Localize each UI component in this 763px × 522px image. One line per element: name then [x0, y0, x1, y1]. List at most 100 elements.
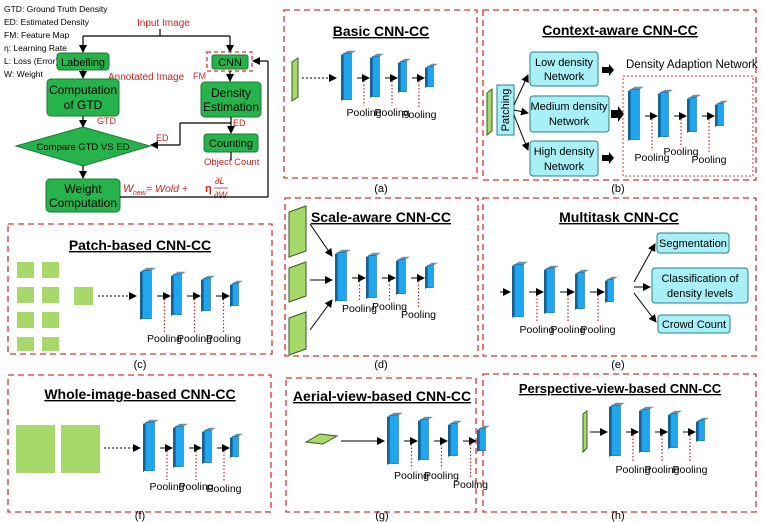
counting-text: Counting — [209, 138, 253, 150]
pooling-label: Pooling — [149, 481, 184, 493]
cnn-layer-front — [343, 53, 352, 100]
arrow — [513, 107, 529, 116]
cnn-layer-front — [546, 268, 555, 313]
caption-f: (f) — [135, 510, 145, 522]
whole-image — [16, 425, 55, 473]
patching-text: Patching — [500, 89, 512, 132]
arrow — [633, 243, 656, 283]
weight-computation-box — [45, 178, 121, 213]
computation-text: Computation — [49, 83, 117, 97]
computation-text: of GTD — [64, 98, 103, 112]
high-density-text: High density — [534, 146, 595, 158]
low-density-text: Low density — [535, 57, 594, 69]
segmentation-box — [656, 232, 730, 254]
pooling-label: Pooling — [424, 470, 459, 482]
density-text: Density — [211, 86, 251, 100]
pooling-label: Pooling — [206, 483, 241, 495]
image-patch — [17, 337, 34, 351]
pooling-label: Pooling — [372, 301, 407, 313]
classification-text: Classification of — [661, 273, 739, 285]
cnn-layer-front — [450, 423, 458, 456]
arrow — [633, 292, 657, 323]
formula-mid: = Wold + — [146, 183, 188, 195]
pooling-label: Pooling — [178, 481, 213, 493]
pooling-label: Pooling — [147, 333, 182, 345]
density-text: Estimation — [203, 100, 259, 114]
cnn-layer-front — [427, 265, 434, 288]
classification-text: density levels — [667, 288, 734, 300]
panel-f-input — [16, 425, 141, 473]
cnn-layer-front — [145, 422, 155, 471]
cnn-layer-front — [660, 92, 669, 137]
high-density-network-box — [529, 140, 599, 177]
arrow — [602, 152, 614, 164]
labelling-text: Labelling — [61, 57, 105, 69]
cnn-layer-front — [400, 61, 407, 92]
panel-f-frame — [7, 374, 272, 513]
formula-w: W — [123, 183, 135, 195]
legend-line: ED: Estimated Density — [4, 17, 90, 27]
panel-b-title: Context-aware CNN-CC — [542, 22, 698, 38]
flowchart: GTD: Ground Truth Density ED: Estimated … — [4, 4, 269, 213]
weight-text: Computation — [49, 196, 117, 210]
legend-line: η: Learning Rate — [4, 43, 67, 53]
cnn-layer-front — [232, 283, 239, 306]
legend-line: W: Weight — [4, 69, 44, 79]
density-adaption-label: Density Adaption Network — [626, 59, 758, 71]
cnn-layer-front — [142, 270, 152, 319]
perspective-view-image — [582, 410, 588, 454]
image-patch — [42, 312, 59, 328]
caption-b: (b) — [611, 183, 624, 195]
cnn-layer-front — [607, 279, 614, 302]
cnn-layer-front — [337, 252, 347, 301]
cnn-text: CNN — [218, 57, 242, 69]
scale-input — [288, 205, 307, 258]
low-density-text: Network — [544, 71, 585, 83]
input-image-slice — [291, 57, 299, 102]
arrow — [513, 74, 529, 106]
scale-input — [288, 311, 307, 356]
pooling-label: Pooling — [550, 324, 585, 336]
fm-label: FM — [193, 71, 206, 81]
image-patch — [42, 287, 59, 303]
pooling-label: Pooling — [615, 464, 650, 476]
cnn-layer-front — [204, 430, 212, 463]
medium-density-network-box — [529, 95, 610, 133]
pooling-label: Pooling — [644, 464, 679, 476]
panel-titles: Basic CNN-CC Context-aware CNN-CC Patch-… — [44, 22, 721, 404]
image-patch — [42, 337, 59, 351]
cnn-layer-front — [173, 274, 182, 315]
medium-density-text: Medium density — [530, 101, 608, 113]
cnn-layer-front — [479, 428, 486, 451]
cnn-layer-front — [175, 426, 184, 467]
gtd-label: GTD — [97, 116, 116, 126]
pooling-label: Pooling — [580, 324, 615, 336]
pooling-label: Pooling — [401, 109, 436, 121]
caption-g: (g) — [375, 510, 388, 522]
object-count-label: Object Count — [204, 157, 260, 168]
arrow — [611, 106, 624, 122]
cnn-box — [211, 54, 249, 70]
cnn-layer-front — [641, 409, 650, 452]
density-adaption-frame — [622, 75, 754, 177]
panel-e-title: Multitask CNN-CC — [559, 209, 679, 225]
cnn-layer-front — [420, 419, 429, 460]
annotated-image-label: Annotated Image — [108, 72, 185, 83]
legend-line: L: Loss (Error) — [4, 56, 58, 66]
cnn-layer-front — [398, 259, 406, 294]
pooling-label: Pooling — [401, 309, 436, 321]
cnn-layer-front — [514, 264, 524, 317]
arrow — [513, 114, 530, 151]
panel-e-content: Segmentation Classification of density l… — [500, 232, 749, 334]
cnn-layer-front — [368, 255, 377, 298]
pooling-label: Pooling — [206, 333, 241, 345]
ed-label-left: ED — [156, 133, 169, 143]
legend-line: FM: Feature Map — [4, 30, 69, 40]
caption-a: (a) — [374, 183, 387, 195]
cnn-layer-front — [698, 420, 705, 441]
ed-label-right: ED — [233, 118, 246, 128]
